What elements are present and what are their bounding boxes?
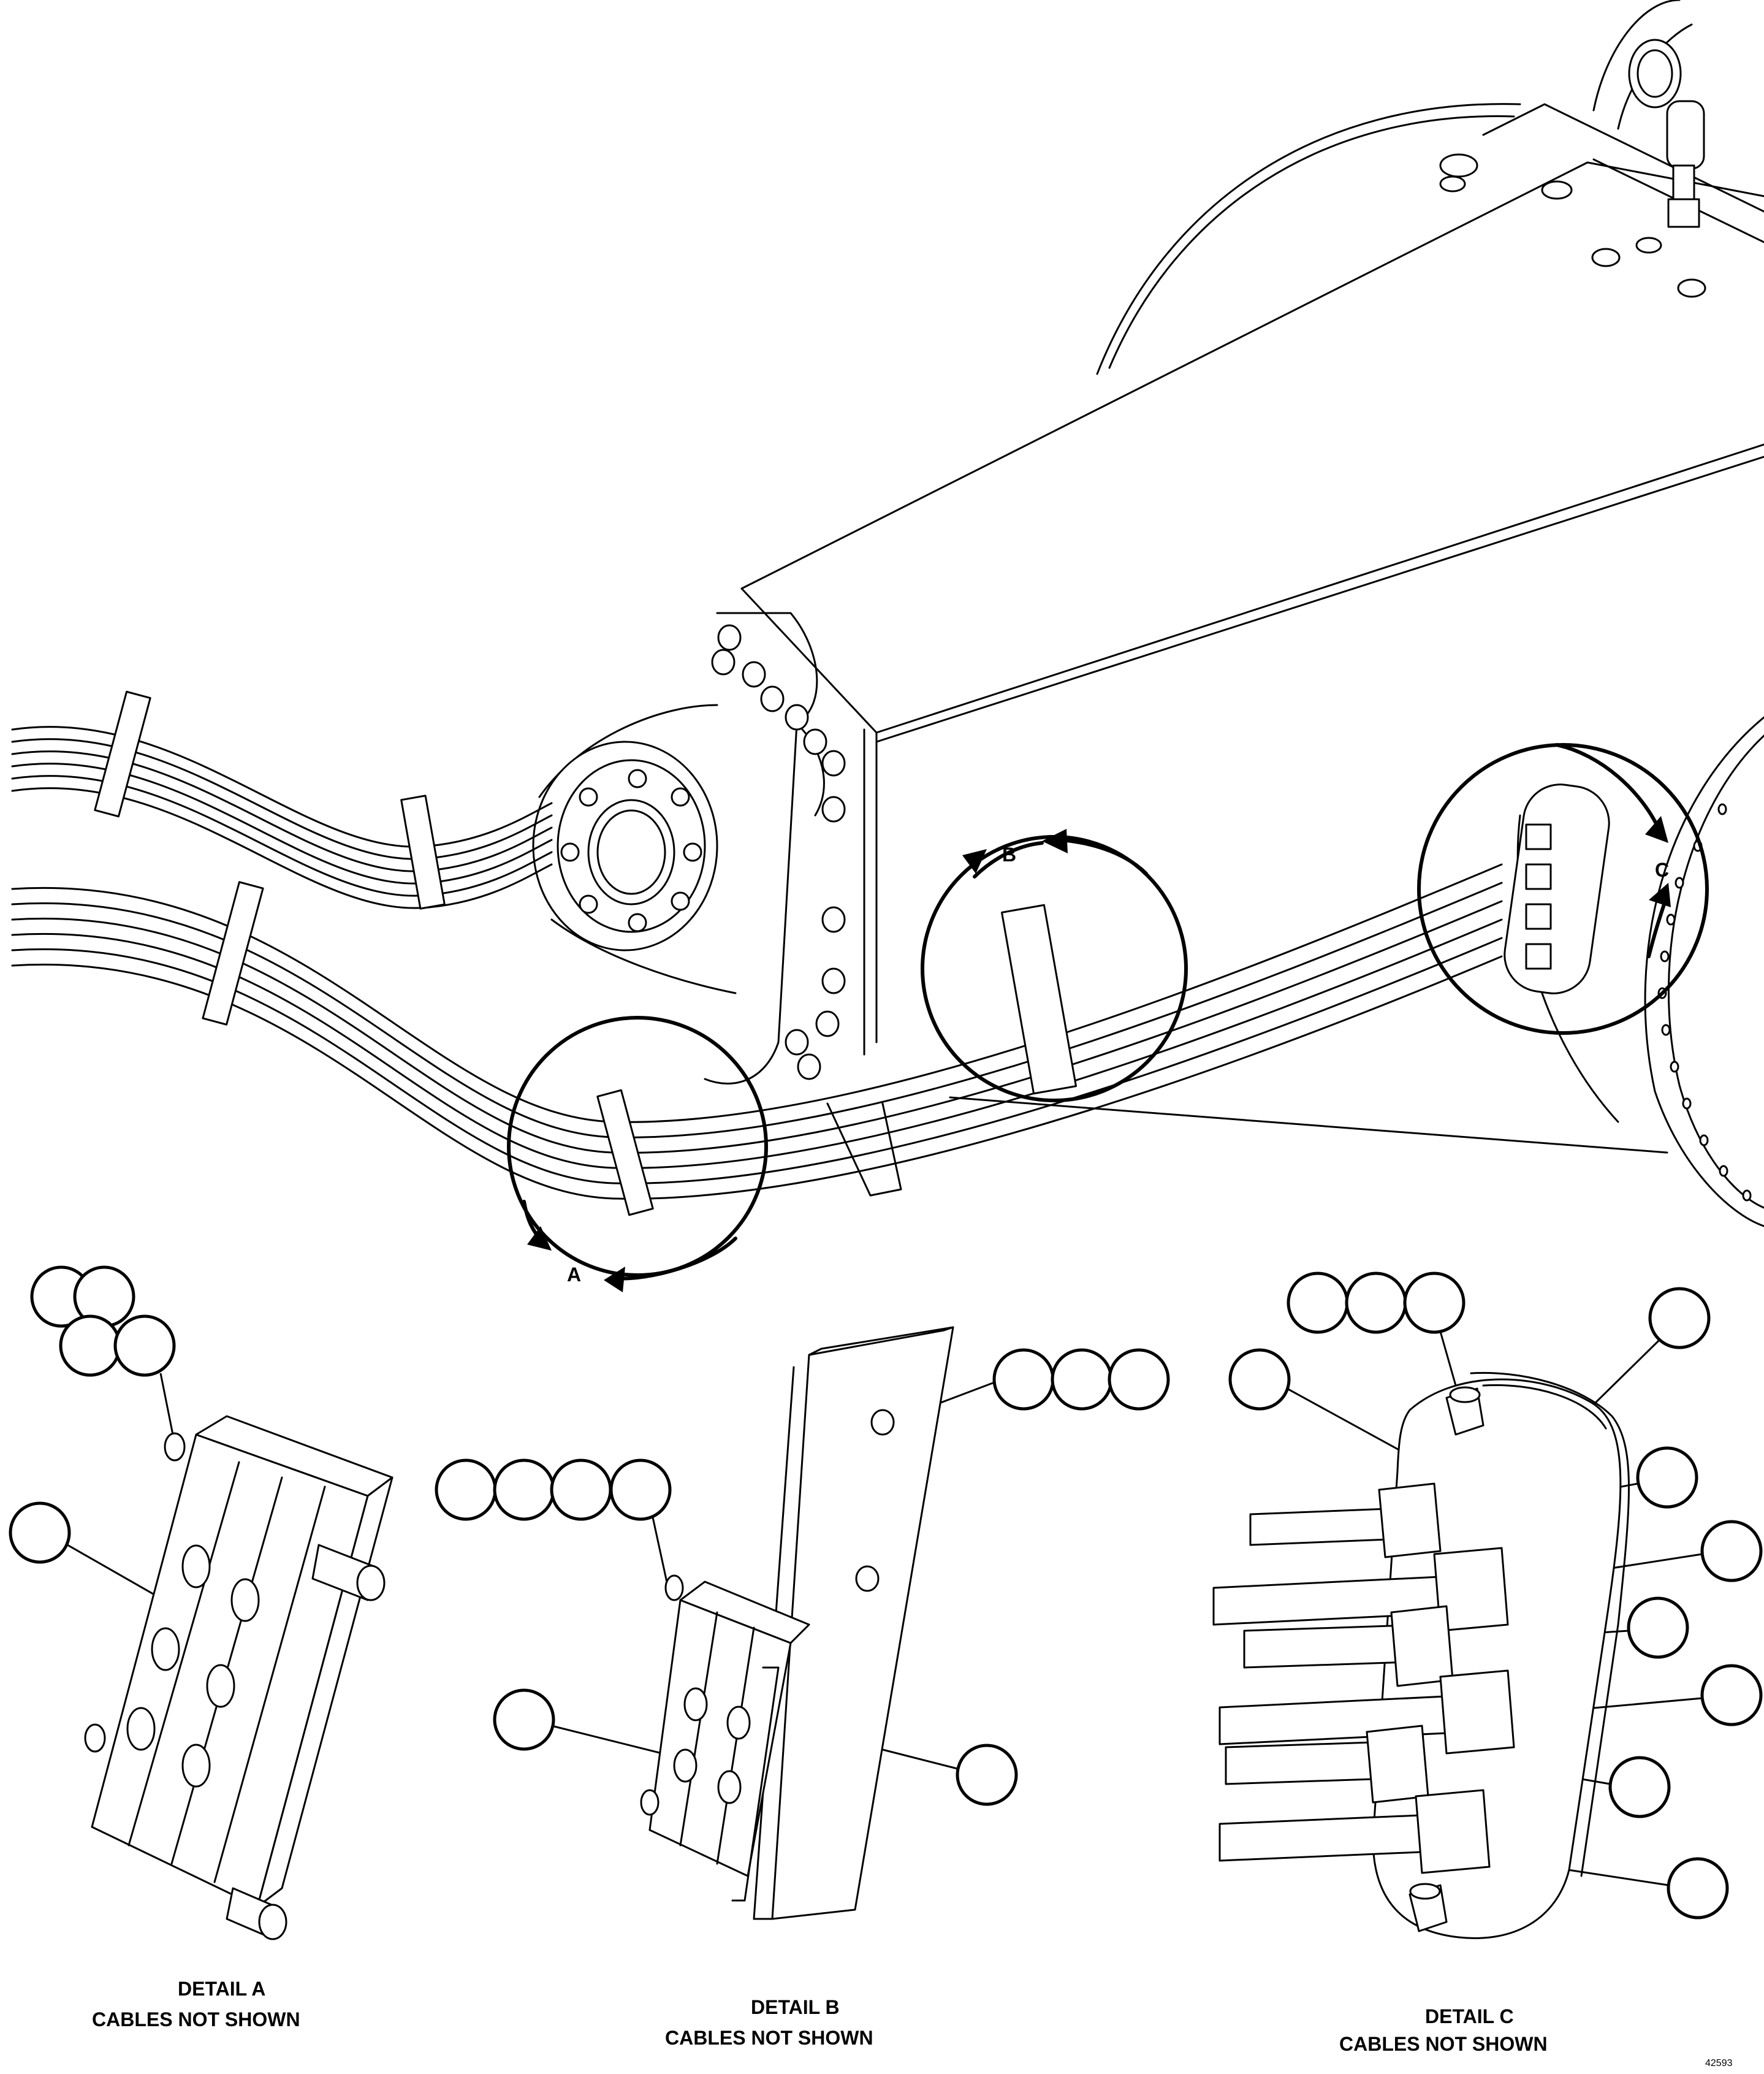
callout-bubble [1700, 1520, 1763, 1582]
callout-bubble [609, 1458, 672, 1521]
callout-bubble [1287, 1271, 1349, 1334]
callout-bubble [435, 1458, 497, 1521]
figure-reference: 42593 [1705, 2058, 1733, 2068]
bracket-bolts [711, 624, 846, 1080]
pivot-flange [532, 741, 718, 951]
detail-a-marker: A [567, 1264, 581, 1286]
lower-cable-harness [11, 863, 1503, 1216]
detail-circle-c: C [1417, 743, 1709, 1035]
callout-bubble [59, 1314, 121, 1377]
callout-bubble [493, 1688, 555, 1751]
callout-bubble [550, 1458, 612, 1521]
detail-c-view: DETAIL C CABLES NOT SHOWN [1212, 1271, 1763, 2055]
callout-bubble [493, 1458, 555, 1521]
callout-bubble [1627, 1596, 1689, 1659]
callout-bubble [1403, 1271, 1466, 1334]
detail-b-title: DETAIL B [751, 1996, 840, 2018]
detail-b-view: DETAIL B CABLES NOT SHOWN [435, 1326, 1170, 2049]
cable-glands [1212, 1482, 1515, 1874]
boom-assembly [532, 0, 1764, 1227]
callout-bubble [1228, 1348, 1291, 1411]
detail-circle-b: B [921, 829, 1188, 1102]
detail-c-note: CABLES NOT SHOWN [1339, 2033, 1548, 2055]
callout-bubble [1667, 1857, 1729, 1920]
detail-b-note: CABLES NOT SHOWN [665, 2027, 873, 2049]
detail-a-view: DETAIL A CABLES NOT SHOWN [9, 1265, 393, 2030]
detail-a-title: DETAIL A [178, 1978, 265, 2000]
detail-c-title: DETAIL C [1425, 2005, 1514, 2027]
callout-bubble [113, 1314, 176, 1377]
upper-cable-harness [11, 690, 553, 910]
callout-bubble [956, 1744, 1018, 1806]
detail-b-marker: B [1002, 844, 1016, 866]
drum-bolt-holes [1657, 803, 1752, 1202]
callout-bubble [1608, 1756, 1671, 1818]
callout-bubble [1636, 1446, 1698, 1509]
callout-bubble [1700, 1664, 1763, 1726]
detail-a-note: CABLES NOT SHOWN [92, 2008, 300, 2030]
callout-bubble [992, 1348, 1055, 1411]
callout-bubble [1108, 1348, 1170, 1411]
detail-circle-a: A [507, 1016, 768, 1292]
callout-bubble [9, 1501, 71, 1564]
callout-bubble [1345, 1271, 1407, 1334]
detail-c-marker: C [1655, 859, 1669, 881]
callout-bubble [1648, 1287, 1711, 1349]
callout-bubble [1051, 1348, 1113, 1411]
